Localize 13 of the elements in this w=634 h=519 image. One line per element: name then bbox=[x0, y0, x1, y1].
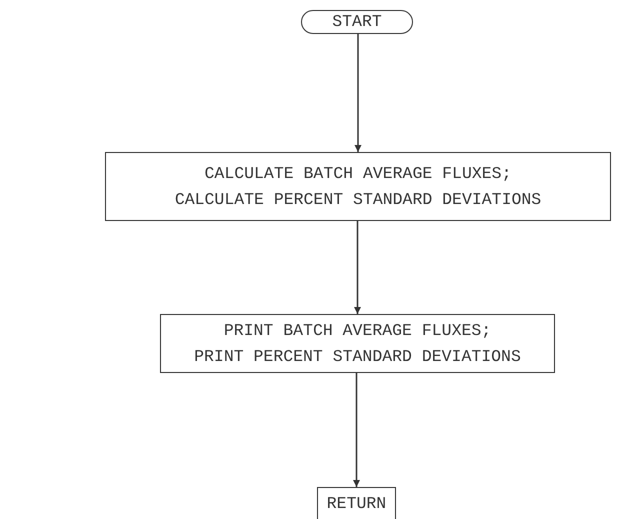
node-label: PRINT PERCENT STANDARD DEVIATIONS bbox=[194, 346, 521, 368]
node-label: CALCULATE BATCH AVERAGE FLUXES; bbox=[204, 162, 512, 185]
arrow bbox=[353, 373, 360, 487]
node-label: START bbox=[332, 11, 382, 34]
node-label: RETURN bbox=[326, 493, 386, 515]
process-box bbox=[317, 487, 396, 519]
process-box bbox=[160, 314, 555, 373]
arrow bbox=[354, 34, 362, 152]
node-label: PRINT BATCH AVERAGE FLUXES; bbox=[224, 320, 492, 342]
terminal-shape bbox=[301, 10, 413, 34]
process-box bbox=[105, 152, 611, 221]
arrow bbox=[354, 221, 361, 314]
node-label: CALCULATE PERCENT STANDARD DEVIATIONS bbox=[174, 188, 542, 210]
